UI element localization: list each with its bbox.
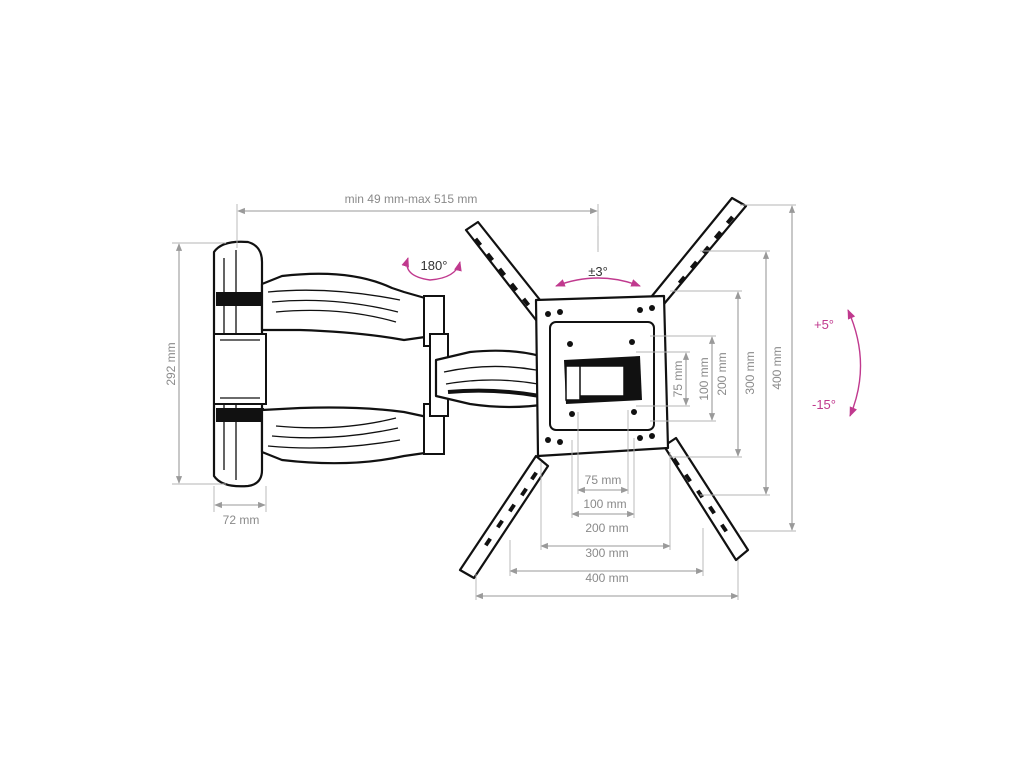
label-vesa-v-200: 200 mm: [715, 352, 729, 395]
label-vesa-v-75: 75 mm: [671, 361, 685, 398]
label-vesa-v-400: 400 mm: [770, 346, 784, 389]
vesa-bracket: [458, 196, 750, 580]
label-vesa-h-75: 75 mm: [585, 473, 622, 487]
tilt-arrow-icon: [847, 309, 862, 417]
swivel-arrow-icon: [401, 257, 462, 281]
dimension-lines: [172, 204, 796, 600]
label-level: ±3°: [588, 264, 608, 279]
label-vesa-h-300: 300 mm: [585, 546, 628, 560]
level-arrow-icon: [555, 277, 641, 287]
label-arm-extension: min 49 mm-max 515 mm: [345, 192, 478, 206]
label-vesa-v-100: 100 mm: [697, 357, 711, 400]
forearm: [429, 333, 550, 417]
label-tilt-down: -15°: [812, 397, 836, 412]
rotation-indicators: 180° ±3° +5° -15°: [401, 226, 862, 417]
label-vesa-h-400: 400 mm: [585, 571, 628, 585]
label-vesa-h-200: 200 mm: [585, 521, 628, 535]
label-vesa-v-300: 300 mm: [743, 351, 757, 394]
label-vesa-h-100: 100 mm: [583, 497, 626, 511]
upper-arm: [260, 272, 445, 347]
lower-arm: [260, 403, 445, 465]
label-tilt-up: +5°: [814, 317, 834, 332]
dimension-labels: min 49 mm-max 515 mm 292 mm 72 mm 75 mm …: [164, 192, 784, 585]
label-wall-plate-depth: 72 mm: [223, 513, 260, 527]
label-wall-plate-height: 292 mm: [164, 342, 178, 385]
label-swivel: 180°: [421, 258, 448, 273]
wall-plate: [212, 240, 267, 488]
